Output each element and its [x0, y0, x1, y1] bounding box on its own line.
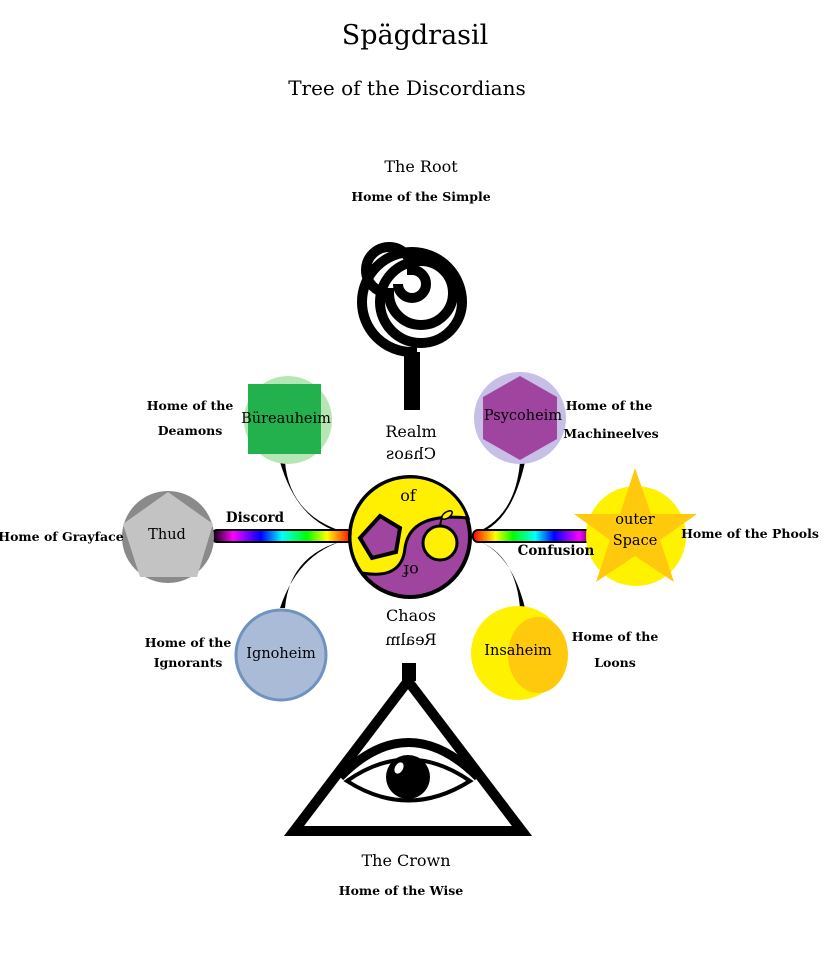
- crown-home: Home of the Wise: [338, 883, 464, 898]
- outer-space-home: Home of the Phools: [681, 526, 819, 541]
- page-subtitle: Tree of the Discordians: [288, 76, 526, 100]
- outer-space-node[interactable]: [574, 468, 697, 586]
- outer-space-label-2[interactable]: Space: [612, 533, 658, 549]
- psycoheim-home-1: Home of the: [565, 398, 653, 413]
- center-top-label: Realm: [385, 422, 437, 441]
- apple-icon: [421, 524, 459, 562]
- ignoheim-home-2: Ignorants: [153, 655, 223, 670]
- ignoheim-label[interactable]: Ignoheim: [246, 646, 316, 662]
- confusion-label: Confusion: [517, 543, 595, 559]
- center-inner-bottom: of: [403, 561, 419, 580]
- outer-space-label-1[interactable]: outer: [615, 512, 655, 528]
- center-bottom-label-mirrored: Realm: [385, 630, 437, 649]
- center-bottom-label: Chaos: [386, 606, 436, 625]
- thud-node[interactable]: [122, 491, 214, 583]
- insaheim-home-1: Home of the: [571, 629, 659, 644]
- ignoheim-home-1: Home of the: [144, 635, 232, 650]
- psycoheim-node[interactable]: [474, 372, 566, 464]
- confusion-branch: [472, 529, 599, 543]
- branch-arms: [280, 462, 525, 608]
- thud-label[interactable]: Thud: [148, 527, 186, 543]
- thud-home: Home of Grayface: [0, 529, 124, 544]
- spiral-icon: [357, 242, 468, 410]
- insaheim-node[interactable]: [471, 606, 606, 700]
- discord-label: Discord: [225, 510, 285, 526]
- insaheim-home-2: Loons: [594, 655, 636, 670]
- crown-title: The Crown: [361, 851, 451, 870]
- sacred-chao-icon: [348, 475, 472, 599]
- page-title: Spägdrasil: [341, 20, 489, 51]
- center-inner-top: of: [400, 486, 416, 505]
- discord-branch: [211, 529, 353, 543]
- root-title: The Root: [384, 157, 458, 176]
- eye-of-providence-icon: [283, 663, 533, 836]
- pentagon-icon: [357, 513, 403, 561]
- insaheim-label[interactable]: Insaheim: [484, 643, 552, 659]
- ignoheim-node[interactable]: [234, 608, 328, 702]
- bureauheim-label[interactable]: Büreauheim: [241, 411, 331, 427]
- psycoheim-label[interactable]: Psycoheim: [483, 408, 563, 424]
- center-top-label-mirrored: Chaos: [386, 444, 436, 463]
- psycoheim-home-2: Machineelves: [563, 426, 659, 441]
- bureauheim-node[interactable]: [244, 376, 332, 464]
- bureauheim-home-2: Deamons: [157, 423, 223, 438]
- root-home: Home of the Simple: [351, 189, 491, 204]
- bureauheim-home-1: Home of the: [146, 398, 234, 413]
